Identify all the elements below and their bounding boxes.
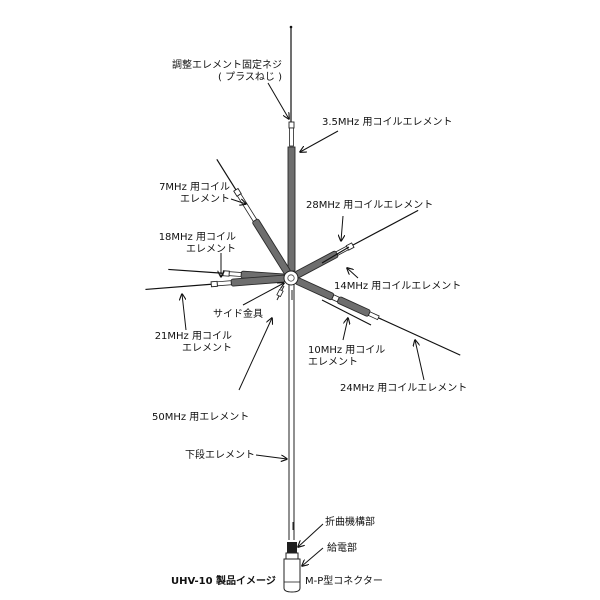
coil-10mhz <box>295 277 461 356</box>
label-coil-18mhz-line1: 18MHz 用コイル <box>158 232 236 243</box>
label-coil-18mhz: 18MHz 用コイル エレメント <box>148 232 236 256</box>
label-coil-10mhz-line2: エレメント <box>308 357 358 368</box>
element-50mhz <box>276 285 285 301</box>
label-coil-24mhz: 24MHz 用コイルエレメント <box>340 383 468 394</box>
lower-element-tube <box>288 284 295 540</box>
mast-3-5mhz <box>287 25 296 272</box>
label-adjust-screw-line2: ( プラスねじ ) <box>218 72 282 83</box>
label-adjust-screw-line1: 調整エレメント固定ネジ <box>172 60 282 71</box>
coil-7mhz <box>216 158 291 275</box>
feed-connector <box>283 552 301 593</box>
label-coil-21mhz-line1: 21MHz 用コイル <box>154 331 232 342</box>
label-side-bracket: サイド金具 <box>213 309 263 320</box>
folding-mechanism <box>287 542 297 554</box>
label-coil-7mhz-line2: エレメント <box>180 194 230 205</box>
side-bracket <box>283 270 299 286</box>
label-lower-element: 下段エレメント <box>185 450 255 461</box>
diagram-caption: UHV-10 製品イメージ <box>171 576 276 587</box>
label-connector: M-P型コネクター <box>305 576 383 587</box>
coil-14mhz <box>294 209 419 279</box>
label-coil-28mhz: 28MHz 用コイルエレメント <box>306 200 434 211</box>
label-adjust-screw: 調整エレメント固定ネジ ( プラスねじ ) <box>162 60 282 84</box>
label-coil-21mhz-line2: エレメント <box>182 343 232 354</box>
coil-28mhz <box>321 246 350 264</box>
label-folding-mechanism: 折曲機構部 <box>325 517 375 528</box>
label-coil-21mhz: 21MHz 用コイル エレメント <box>148 331 232 355</box>
label-coil-14mhz: 14MHz 用コイルエレメント <box>334 281 462 292</box>
label-coil-3-5mhz: 3.5MHz 用コイルエレメント <box>322 117 453 128</box>
label-feed-point: 給電部 <box>327 543 357 554</box>
coil-21mhz <box>145 274 286 291</box>
label-coil-10mhz: 10MHz 用コイル エレメント <box>308 345 385 369</box>
label-coil-7mhz: 7MHz 用コイル エレメント <box>140 182 230 206</box>
label-element-50mhz: 50MHz 用エレメント <box>152 412 250 423</box>
label-coil-10mhz-line1: 10MHz 用コイル <box>308 345 386 356</box>
label-coil-7mhz-line1: 7MHz 用コイル <box>159 182 230 193</box>
label-coil-18mhz-line2: エレメント <box>186 244 236 255</box>
leader-arrows <box>182 82 425 566</box>
coil-10mhz-wire <box>321 299 372 326</box>
